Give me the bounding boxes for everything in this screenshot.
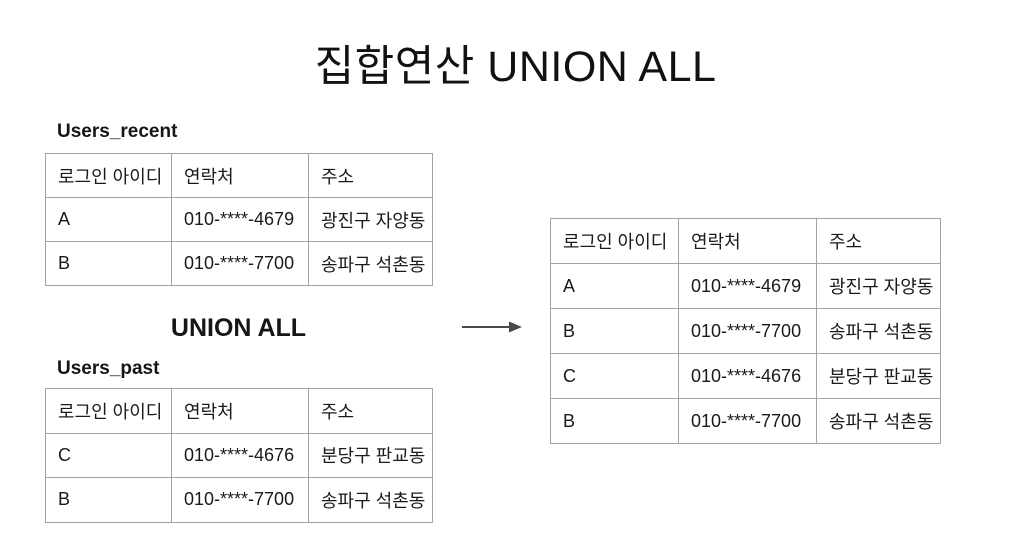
table-row: C 010-****-4676 분당구 판교동 (550, 353, 941, 399)
column-header-address: 주소 (308, 388, 433, 434)
table-cell-contact: 010-****-7700 (678, 308, 817, 354)
table-cell-address: 송파구 석촌동 (308, 241, 433, 286)
users-recent-label: Users_recent (57, 121, 178, 142)
table-cell-contact: 010-****-7700 (171, 241, 309, 286)
union-all-operator-label: UNION ALL (170, 314, 307, 342)
table-cell-login-id: B (550, 398, 679, 444)
table-cell-login-id: C (550, 353, 679, 399)
table-row: A 010-****-4679 광진구 자양동 (550, 263, 941, 309)
column-header-login-id: 로그인 아이디 (45, 388, 172, 434)
table-cell-address: 분당구 판교동 (308, 432, 433, 478)
table-cell-contact: 010-****-7700 (678, 398, 817, 444)
table-cell-login-id: A (550, 263, 679, 309)
table-row: C 010-****-4676 분당구 판교동 (45, 432, 433, 478)
table-cell-contact: 010-****-4676 (171, 432, 309, 478)
table-row: B 010-****-7700 송파구 석촌동 (45, 241, 433, 286)
table-cell-contact: 010-****-7700 (171, 477, 309, 523)
table-row: B 010-****-7700 송파구 석촌동 (550, 308, 941, 354)
table-cell-login-id: B (45, 477, 172, 523)
table-cell-address: 송파구 석촌동 (816, 398, 941, 444)
column-header-login-id: 로그인 아이디 (45, 153, 172, 198)
table-cell-login-id: B (550, 308, 679, 354)
table-header-row: 로그인 아이디 연락처 주소 (45, 388, 433, 434)
column-header-contact: 연락처 (171, 153, 309, 198)
table-header-row: 로그인 아이디 연락처 주소 (550, 218, 941, 264)
table-cell-address: 분당구 판교동 (816, 353, 941, 399)
users-recent-table: 로그인 아이디 연락처 주소 A 010-****-4679 광진구 자양동 B… (45, 153, 433, 286)
column-header-address: 주소 (816, 218, 941, 264)
table-row: B 010-****-7700 송파구 석촌동 (550, 398, 941, 444)
union-result-table: 로그인 아이디 연락처 주소 A 010-****-4679 광진구 자양동 B… (550, 218, 941, 444)
users-past-table: 로그인 아이디 연락처 주소 C 010-****-4676 분당구 판교동 B… (45, 388, 433, 523)
table-cell-address: 송파구 석촌동 (816, 308, 941, 354)
table-cell-login-id: B (45, 241, 172, 286)
table-cell-contact: 010-****-4679 (171, 197, 309, 242)
column-header-contact: 연락처 (678, 218, 817, 264)
table-cell-login-id: A (45, 197, 172, 242)
right-arrow-icon (462, 321, 522, 333)
table-row: A 010-****-4679 광진구 자양동 (45, 197, 433, 242)
table-cell-login-id: C (45, 432, 172, 478)
table-header-row: 로그인 아이디 연락처 주소 (45, 153, 433, 198)
page-title: 집합연산 UNION ALL (314, 43, 717, 91)
table-cell-address: 송파구 석촌동 (308, 477, 433, 523)
table-cell-address: 광진구 자양동 (308, 197, 433, 242)
users-past-label: Users_past (57, 358, 160, 379)
column-header-address: 주소 (308, 153, 433, 198)
table-cell-contact: 010-****-4679 (678, 263, 817, 309)
column-header-contact: 연락처 (171, 388, 309, 434)
table-row: B 010-****-7700 송파구 석촌동 (45, 477, 433, 523)
column-header-login-id: 로그인 아이디 (550, 218, 679, 264)
table-cell-address: 광진구 자양동 (816, 263, 941, 309)
table-cell-contact: 010-****-4676 (678, 353, 817, 399)
